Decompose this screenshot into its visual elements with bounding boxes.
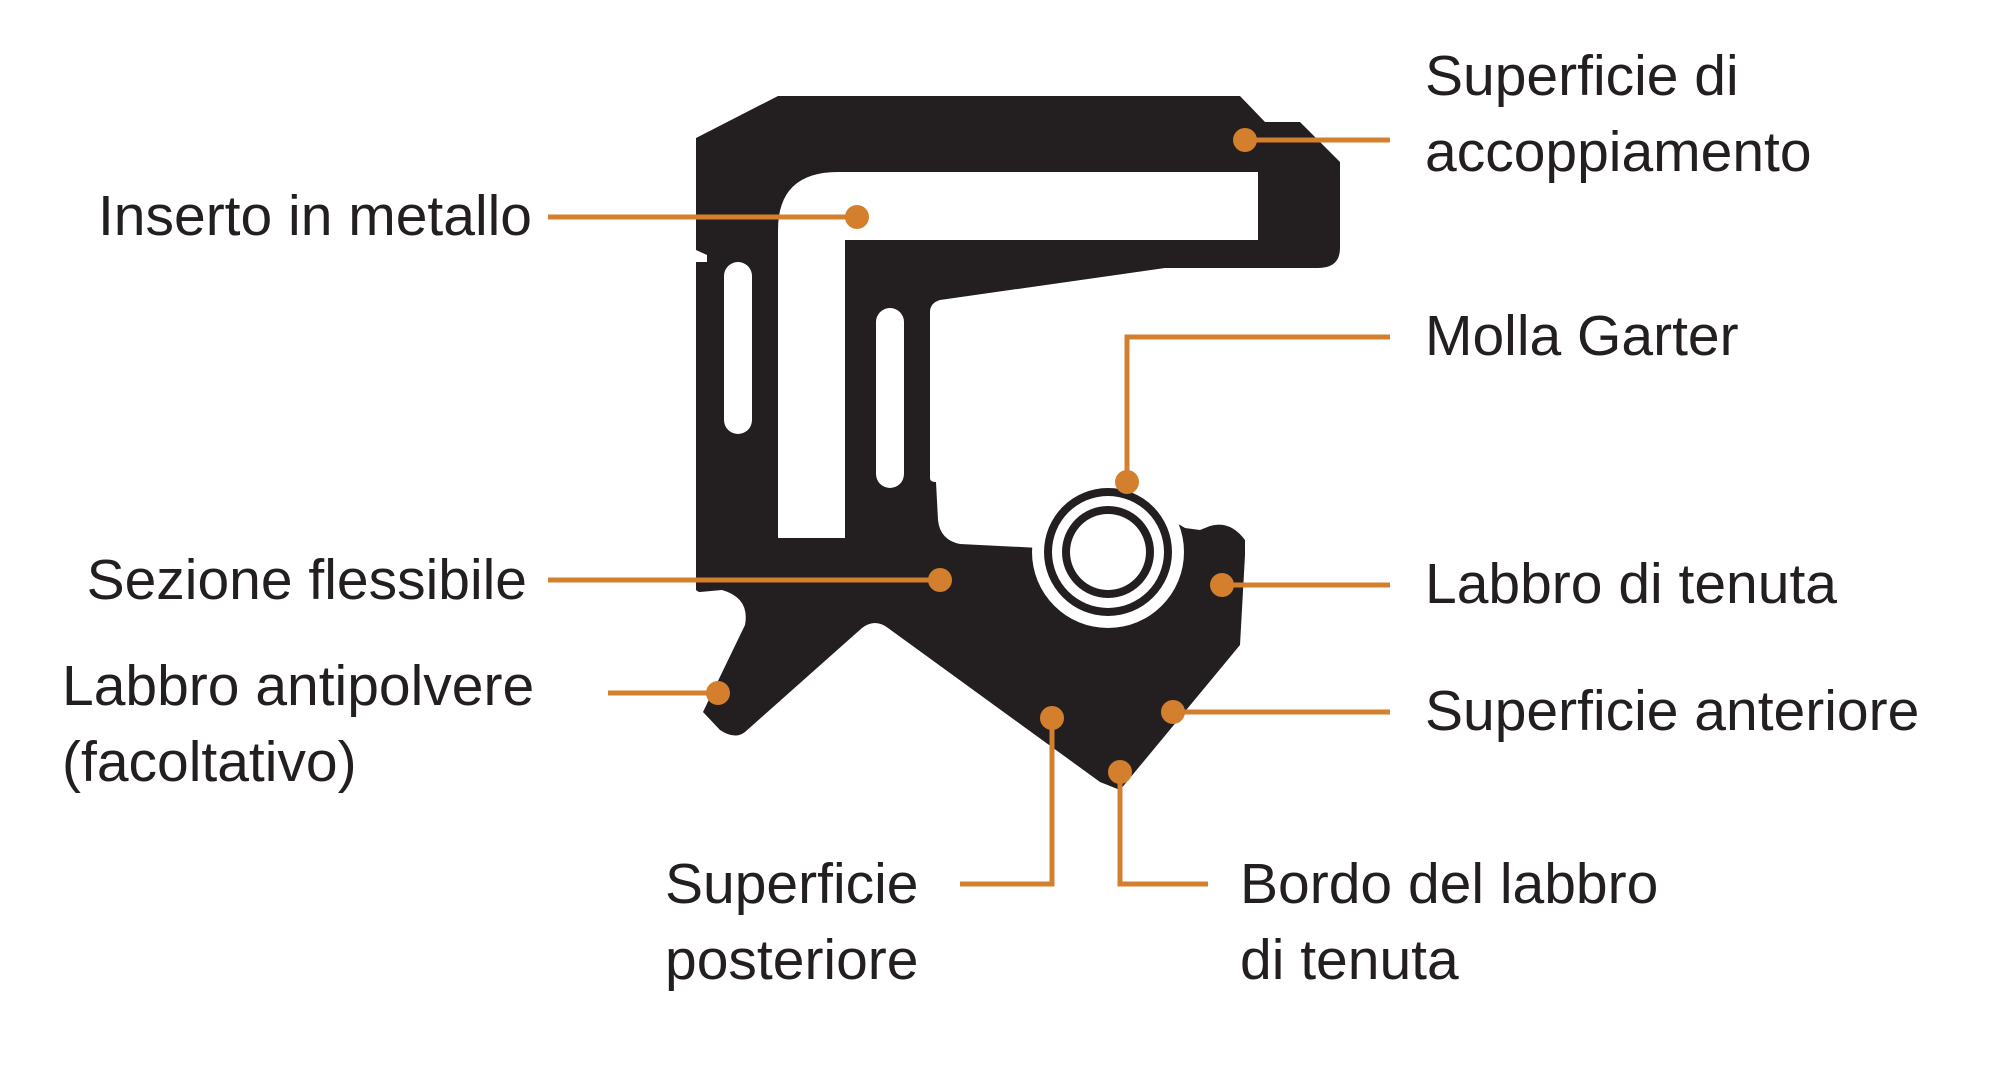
label-dust-lip: Labbro antipolvere (facoltativo) (62, 648, 534, 800)
dot-rear-surface (1040, 706, 1064, 730)
dot-flex-section (928, 568, 952, 592)
label-mating-surface: Superficie di accoppiamento (1425, 38, 1812, 190)
label-flex-section-line1: Sezione flessibile (86, 548, 527, 612)
slot-left (724, 262, 752, 434)
spring-center (1070, 514, 1146, 590)
leader-garter-spring (1124, 334, 1390, 482)
label-dust-lip-line2: (facoltativo) (62, 730, 357, 794)
seal-body (696, 96, 1340, 790)
slot-right (876, 308, 904, 488)
label-metal-insert: Inserto in metallo (98, 178, 532, 254)
label-lip-edge-line1: Bordo del labbro (1240, 852, 1659, 916)
label-rear-surface: Superficie posteriore (665, 846, 918, 998)
garter-spring (1032, 476, 1184, 628)
leader-lip-edge (1117, 772, 1208, 887)
dot-sealing-lip (1210, 573, 1234, 597)
label-garter-spring-line1: Molla Garter (1425, 304, 1739, 368)
label-dust-lip-line1: Labbro antipolvere (62, 654, 535, 718)
label-rear-surface-line2: posteriore (665, 928, 919, 992)
label-lip-edge: Bordo del labbro di tenuta (1240, 846, 1658, 998)
label-sealing-lip-line1: Labbro di tenuta (1425, 552, 1837, 616)
label-front-surface: Superficie anteriore (1425, 673, 1919, 749)
metal-insert-shape (778, 172, 1258, 538)
label-front-surface-line1: Superficie anteriore (1425, 679, 1920, 743)
dot-metal-insert (845, 205, 869, 229)
leader-dots (706, 128, 1257, 784)
dot-dust-lip (706, 681, 730, 705)
label-metal-insert-line1: Inserto in metallo (97, 184, 532, 248)
label-rear-surface-line1: Superficie (665, 852, 919, 916)
leader-lines (548, 137, 1390, 887)
label-lip-edge-line2: di tenuta (1240, 928, 1459, 992)
metal-insert (778, 172, 1258, 538)
dot-garter-spring (1115, 470, 1139, 494)
dot-lip-edge (1108, 760, 1132, 784)
seal-cross-section (696, 96, 1340, 790)
label-sealing-lip: Labbro di tenuta (1425, 546, 1837, 622)
dot-mating-surface (1233, 128, 1257, 152)
label-garter-spring: Molla Garter (1425, 298, 1739, 374)
label-flex-section: Sezione flessibile (87, 542, 527, 618)
dot-front-surface (1161, 700, 1185, 724)
leader-rear-surface (960, 718, 1055, 887)
label-mating-surface-line1: Superficie di (1425, 44, 1739, 108)
label-mating-surface-line2: accoppiamento (1425, 120, 1812, 184)
